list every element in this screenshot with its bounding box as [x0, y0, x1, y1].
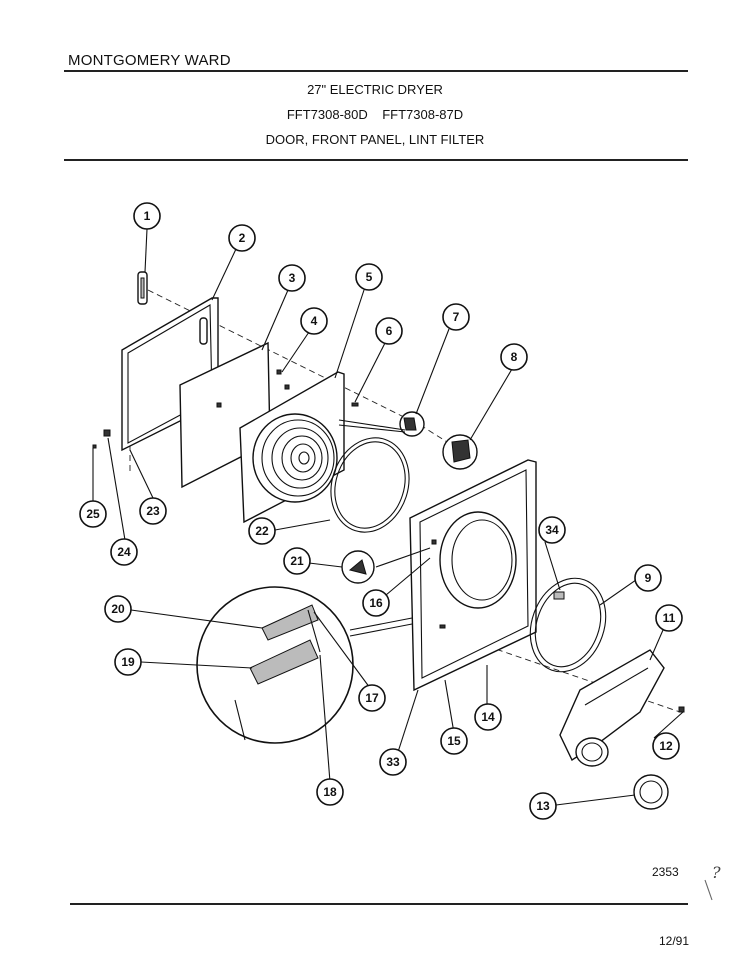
- callout-7: 7: [442, 303, 470, 331]
- callout-5: 5: [355, 263, 383, 291]
- callout-14: 14: [474, 703, 502, 731]
- callout-8: 8: [500, 343, 528, 371]
- callout-12: 12: [652, 732, 680, 760]
- svg-text:22: 22: [255, 524, 269, 538]
- svg-text:9: 9: [645, 571, 652, 585]
- callout-15: 15: [440, 727, 468, 755]
- screw-part-6: [351, 402, 359, 407]
- callout-6: 6: [375, 317, 403, 345]
- screw-part-12: [678, 706, 685, 713]
- callout-21: 21: [283, 547, 311, 575]
- svg-text:11: 11: [663, 611, 676, 625]
- diagram-number: 2353: [652, 865, 679, 879]
- handwritten-question: ?: [712, 863, 721, 882]
- header-rule-bottom: [64, 159, 688, 161]
- callout-20: 20: [104, 595, 132, 623]
- hinge-bracket-part: [399, 411, 425, 437]
- revision-date: 12/91: [659, 934, 690, 948]
- callout-3: 3: [278, 264, 306, 292]
- brand-name: MONTGOMERY WARD: [68, 52, 231, 69]
- svg-text:8: 8: [511, 350, 518, 364]
- callout-2: 2: [228, 224, 256, 252]
- callout-34: 34: [538, 516, 566, 544]
- svg-text:19: 19: [121, 655, 135, 669]
- grommet-ring: [633, 774, 669, 810]
- callout-13: 13: [529, 792, 557, 820]
- header-rule-top: [64, 70, 688, 72]
- svg-text:21: 21: [290, 554, 304, 568]
- callout-17: 17: [358, 684, 386, 712]
- screw-parts: [276, 369, 290, 390]
- svg-text:3: 3: [289, 271, 296, 285]
- svg-text:15: 15: [447, 734, 461, 748]
- svg-text:17: 17: [365, 691, 379, 705]
- svg-text:23: 23: [146, 504, 160, 518]
- svg-text:6: 6: [386, 324, 393, 338]
- svg-text:33: 33: [386, 755, 400, 769]
- svg-text:34: 34: [545, 523, 559, 537]
- svg-text:12: 12: [659, 739, 673, 753]
- small-fasteners-left: [92, 429, 111, 449]
- callout-4: 4: [300, 307, 328, 335]
- svg-text:16: 16: [369, 596, 383, 610]
- callout-11: 11: [655, 604, 683, 632]
- callout-1: 1: [133, 202, 161, 230]
- callout-9: 9: [634, 564, 662, 592]
- callout-22: 22: [248, 517, 276, 545]
- callout-19: 19: [114, 648, 142, 676]
- front-panel: [409, 459, 537, 692]
- product-title: 27" ELECTRIC DRYER: [307, 82, 443, 97]
- svg-text:24: 24: [117, 545, 131, 559]
- door-handle-part: [137, 271, 148, 305]
- svg-text:5: 5: [366, 270, 373, 284]
- callout-16: 16: [362, 589, 390, 617]
- callout-33: 33: [379, 748, 407, 776]
- model-numbers: FFT7308-80D FFT7308-87D: [286, 107, 464, 122]
- leader-lines: [92, 228, 684, 806]
- clip-part-21: [341, 550, 375, 584]
- handwritten-mark: [704, 879, 713, 901]
- door-strike-part: [442, 434, 478, 470]
- detail-magnifier-circle: [196, 586, 354, 744]
- section-title: DOOR, FRONT PANEL, LINT FILTER: [265, 132, 485, 147]
- svg-text:20: 20: [111, 602, 125, 616]
- svg-text:7: 7: [453, 310, 460, 324]
- lint-duct-part: [559, 649, 665, 767]
- svg-text:1: 1: [144, 209, 151, 223]
- inner-door-with-screen: [239, 371, 345, 524]
- svg-text:25: 25: [86, 507, 100, 521]
- svg-text:13: 13: [536, 799, 550, 813]
- door-seal-ring: [330, 437, 410, 533]
- svg-text:14: 14: [481, 710, 495, 724]
- footer-rule: [70, 903, 688, 905]
- svg-text:2: 2: [239, 231, 246, 245]
- svg-text:18: 18: [323, 785, 337, 799]
- callout-25: 25: [79, 500, 107, 528]
- callout-23: 23: [139, 497, 167, 525]
- callout-24: 24: [110, 538, 138, 566]
- callout-18: 18: [316, 778, 344, 806]
- svg-text:4: 4: [311, 314, 318, 328]
- drum-seal-ring: [529, 577, 607, 673]
